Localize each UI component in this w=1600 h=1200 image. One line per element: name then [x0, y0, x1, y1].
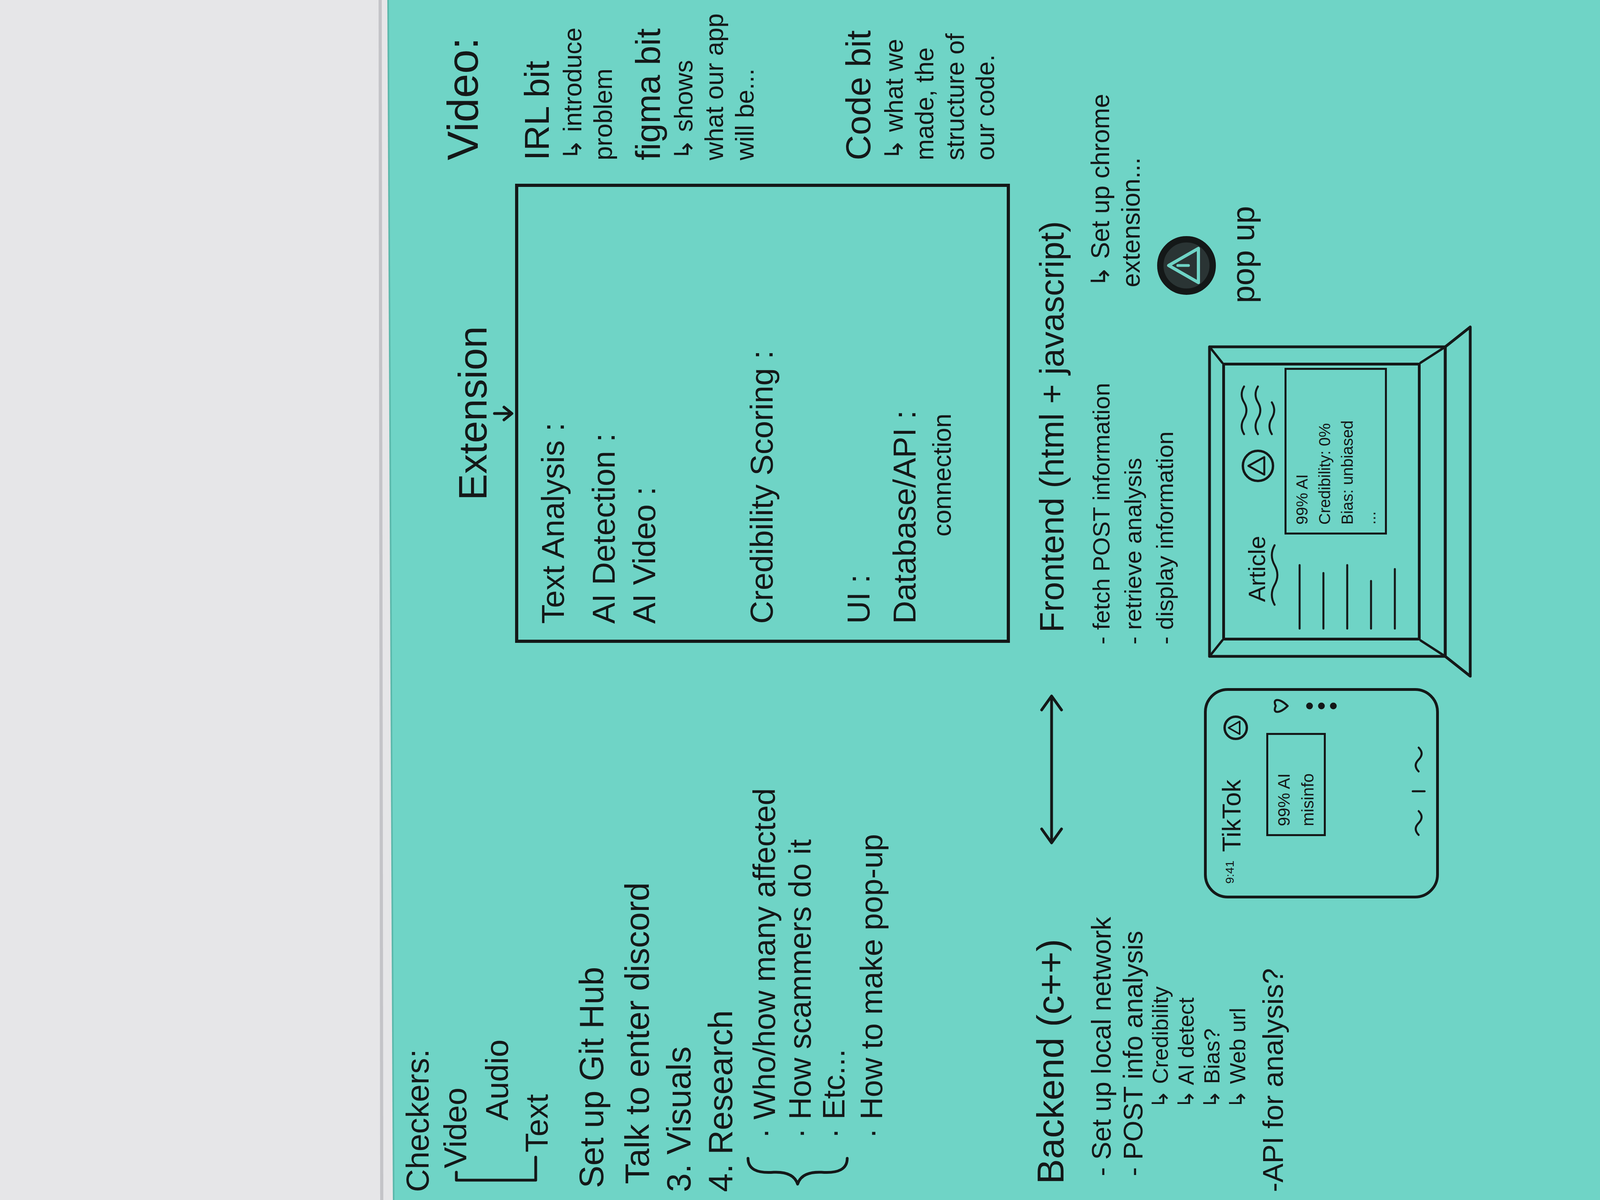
frame-corner [1209, 640, 1223, 657]
nav-icon [1415, 747, 1422, 772]
box-text: ... [1360, 511, 1380, 525]
note-label: Video: [436, 37, 489, 161]
note-label: Talk to enter discord [617, 882, 658, 1185]
curly-brace [748, 1158, 848, 1185]
note-label: · How to make pop-up [853, 834, 891, 1139]
note-label: · How scammers do it [781, 839, 820, 1139]
underline [1271, 545, 1278, 605]
dot [1307, 703, 1312, 708]
note-label: - fetch POST information [1087, 382, 1116, 645]
wall [0, 0, 393, 1200]
frame-corner [1420, 640, 1446, 657]
warning-triangle [1168, 248, 1199, 283]
note-label: - retrieve analysis [1119, 457, 1148, 645]
arrow-head [1041, 828, 1062, 843]
note-label: ↳ introduce problem [557, 9, 619, 161]
box-text: connection [926, 413, 958, 537]
box-text: 99% AI [1292, 474, 1312, 525]
box-text: Bias: unbiased [1337, 420, 1357, 525]
note-label: 3. Visuals [658, 1046, 700, 1193]
note-label: ↳ Web url [1224, 1007, 1251, 1109]
arrow-head [503, 407, 512, 420]
note-label: ↳ what we made, the structure of our cod… [878, 9, 1001, 161]
box-text: 9:41 [1222, 860, 1237, 884]
box-text: AI Detection : [584, 433, 624, 624]
double-arrow [1050, 698, 1054, 841]
note-label: 4. Research [700, 1010, 741, 1193]
note-label: Backend (c++) [1027, 938, 1074, 1185]
note-label: ↳ Set up chrome extension... [1085, 49, 1147, 288]
box-text: UI : [839, 574, 878, 624]
note-label: Set up Git Hub [571, 966, 612, 1189]
note-label: - Set up local network [1085, 916, 1118, 1177]
box-text: Credibility: 0% [1315, 423, 1335, 525]
frame-corner [1209, 346, 1223, 363]
nav-icon [1415, 811, 1422, 835]
nav-icon [1412, 790, 1425, 793]
box-text: Text Analysis : [534, 422, 573, 624]
note-label: - display information [1150, 431, 1180, 645]
dot [1319, 703, 1324, 708]
board-frame [380, 0, 382, 1200]
box-heading: Extension [448, 326, 497, 501]
note-label: ↳ AI detect [1172, 997, 1200, 1109]
note-label: · Who/how many affected [746, 788, 784, 1139]
note-label: pop up [1224, 205, 1263, 304]
dot [1331, 703, 1336, 708]
note-label: · Etc... [815, 1049, 853, 1139]
note-label: ↳ Bias? [1198, 1028, 1225, 1109]
text-lines [1241, 386, 1275, 435]
note-label: Code bit [837, 30, 880, 161]
warning-icon [1242, 450, 1274, 481]
frame-corner [1420, 346, 1446, 363]
box-text: TikTok [1216, 779, 1248, 852]
note-label: IRL bit [515, 60, 558, 161]
laptop-frame [1209, 346, 1446, 657]
note-label: Text [517, 1094, 556, 1153]
note-label: -API for analysis? [1255, 968, 1291, 1193]
laptop-screen: Article 99% AICredibility: 0%Bias: unbias… [1222, 362, 1421, 641]
arrow-head [1041, 696, 1062, 710]
warning-mark [1177, 264, 1189, 268]
phone-outline: 9:41 TikTok 99% AImisinfo [1203, 688, 1439, 899]
note-label: - POST info analysis [1117, 930, 1150, 1177]
text-lines [1299, 565, 1395, 629]
box-text: Database/API : [885, 410, 924, 624]
paper-edge [388, 0, 394, 1200]
warning-triangle [1228, 721, 1240, 735]
box-text: Credibility Scoring : [742, 350, 781, 624]
box-text: misinfo [1298, 773, 1318, 827]
note-label: Checkers: [398, 1049, 437, 1193]
laptop-base [1445, 326, 1471, 677]
box-text: Article [1242, 535, 1272, 602]
warning-icon [1224, 716, 1247, 739]
note-label: ↳ shows what our app will be... [668, 9, 760, 161]
extension-box: ExtensionText Analysis :AI Detection :AI… [515, 183, 1010, 643]
popup-box: 99% AICredibility: 0%Bias: unbiased... [1284, 367, 1387, 535]
box-text: 99% AI [1274, 773, 1295, 827]
note-label: figma bit [626, 28, 670, 161]
heart-icon [1274, 700, 1288, 712]
note-label: ↳ Credibility [1146, 986, 1174, 1109]
note-label: Audio [478, 1039, 517, 1121]
note-label: Frontend (html + javascript) [1031, 221, 1073, 633]
teal-paper [388, 0, 1600, 1200]
box-text: AI Video : [625, 486, 664, 624]
warning-icon [1160, 239, 1213, 292]
note-label: Video [436, 1087, 475, 1169]
warning-triangle [1248, 457, 1265, 475]
popup-box: 99% AImisinfo [1266, 732, 1326, 837]
